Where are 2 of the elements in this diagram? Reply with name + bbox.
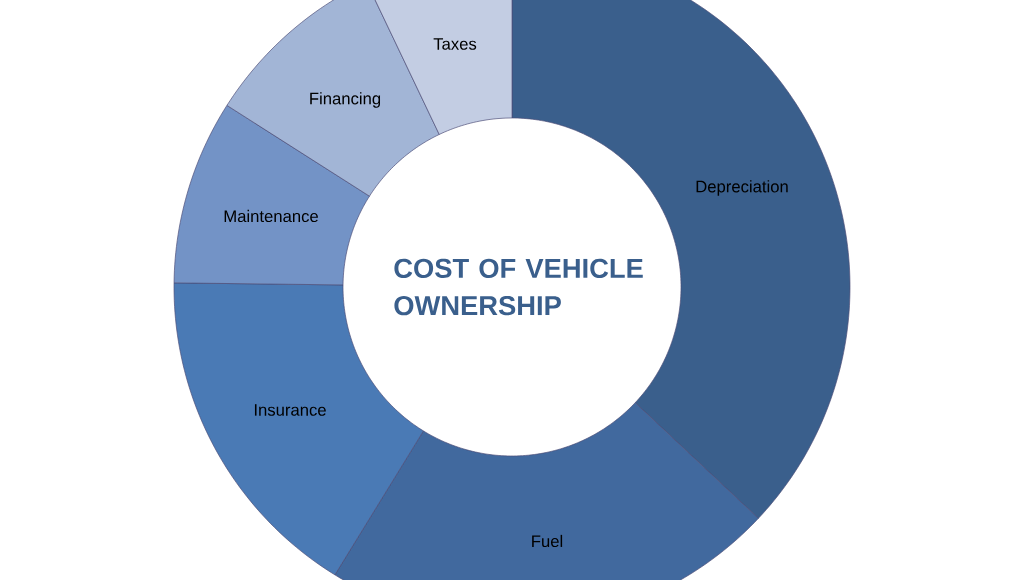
donut-segment: Maintenance [173, 105, 370, 286]
donut-segment: Fuel [334, 402, 759, 580]
